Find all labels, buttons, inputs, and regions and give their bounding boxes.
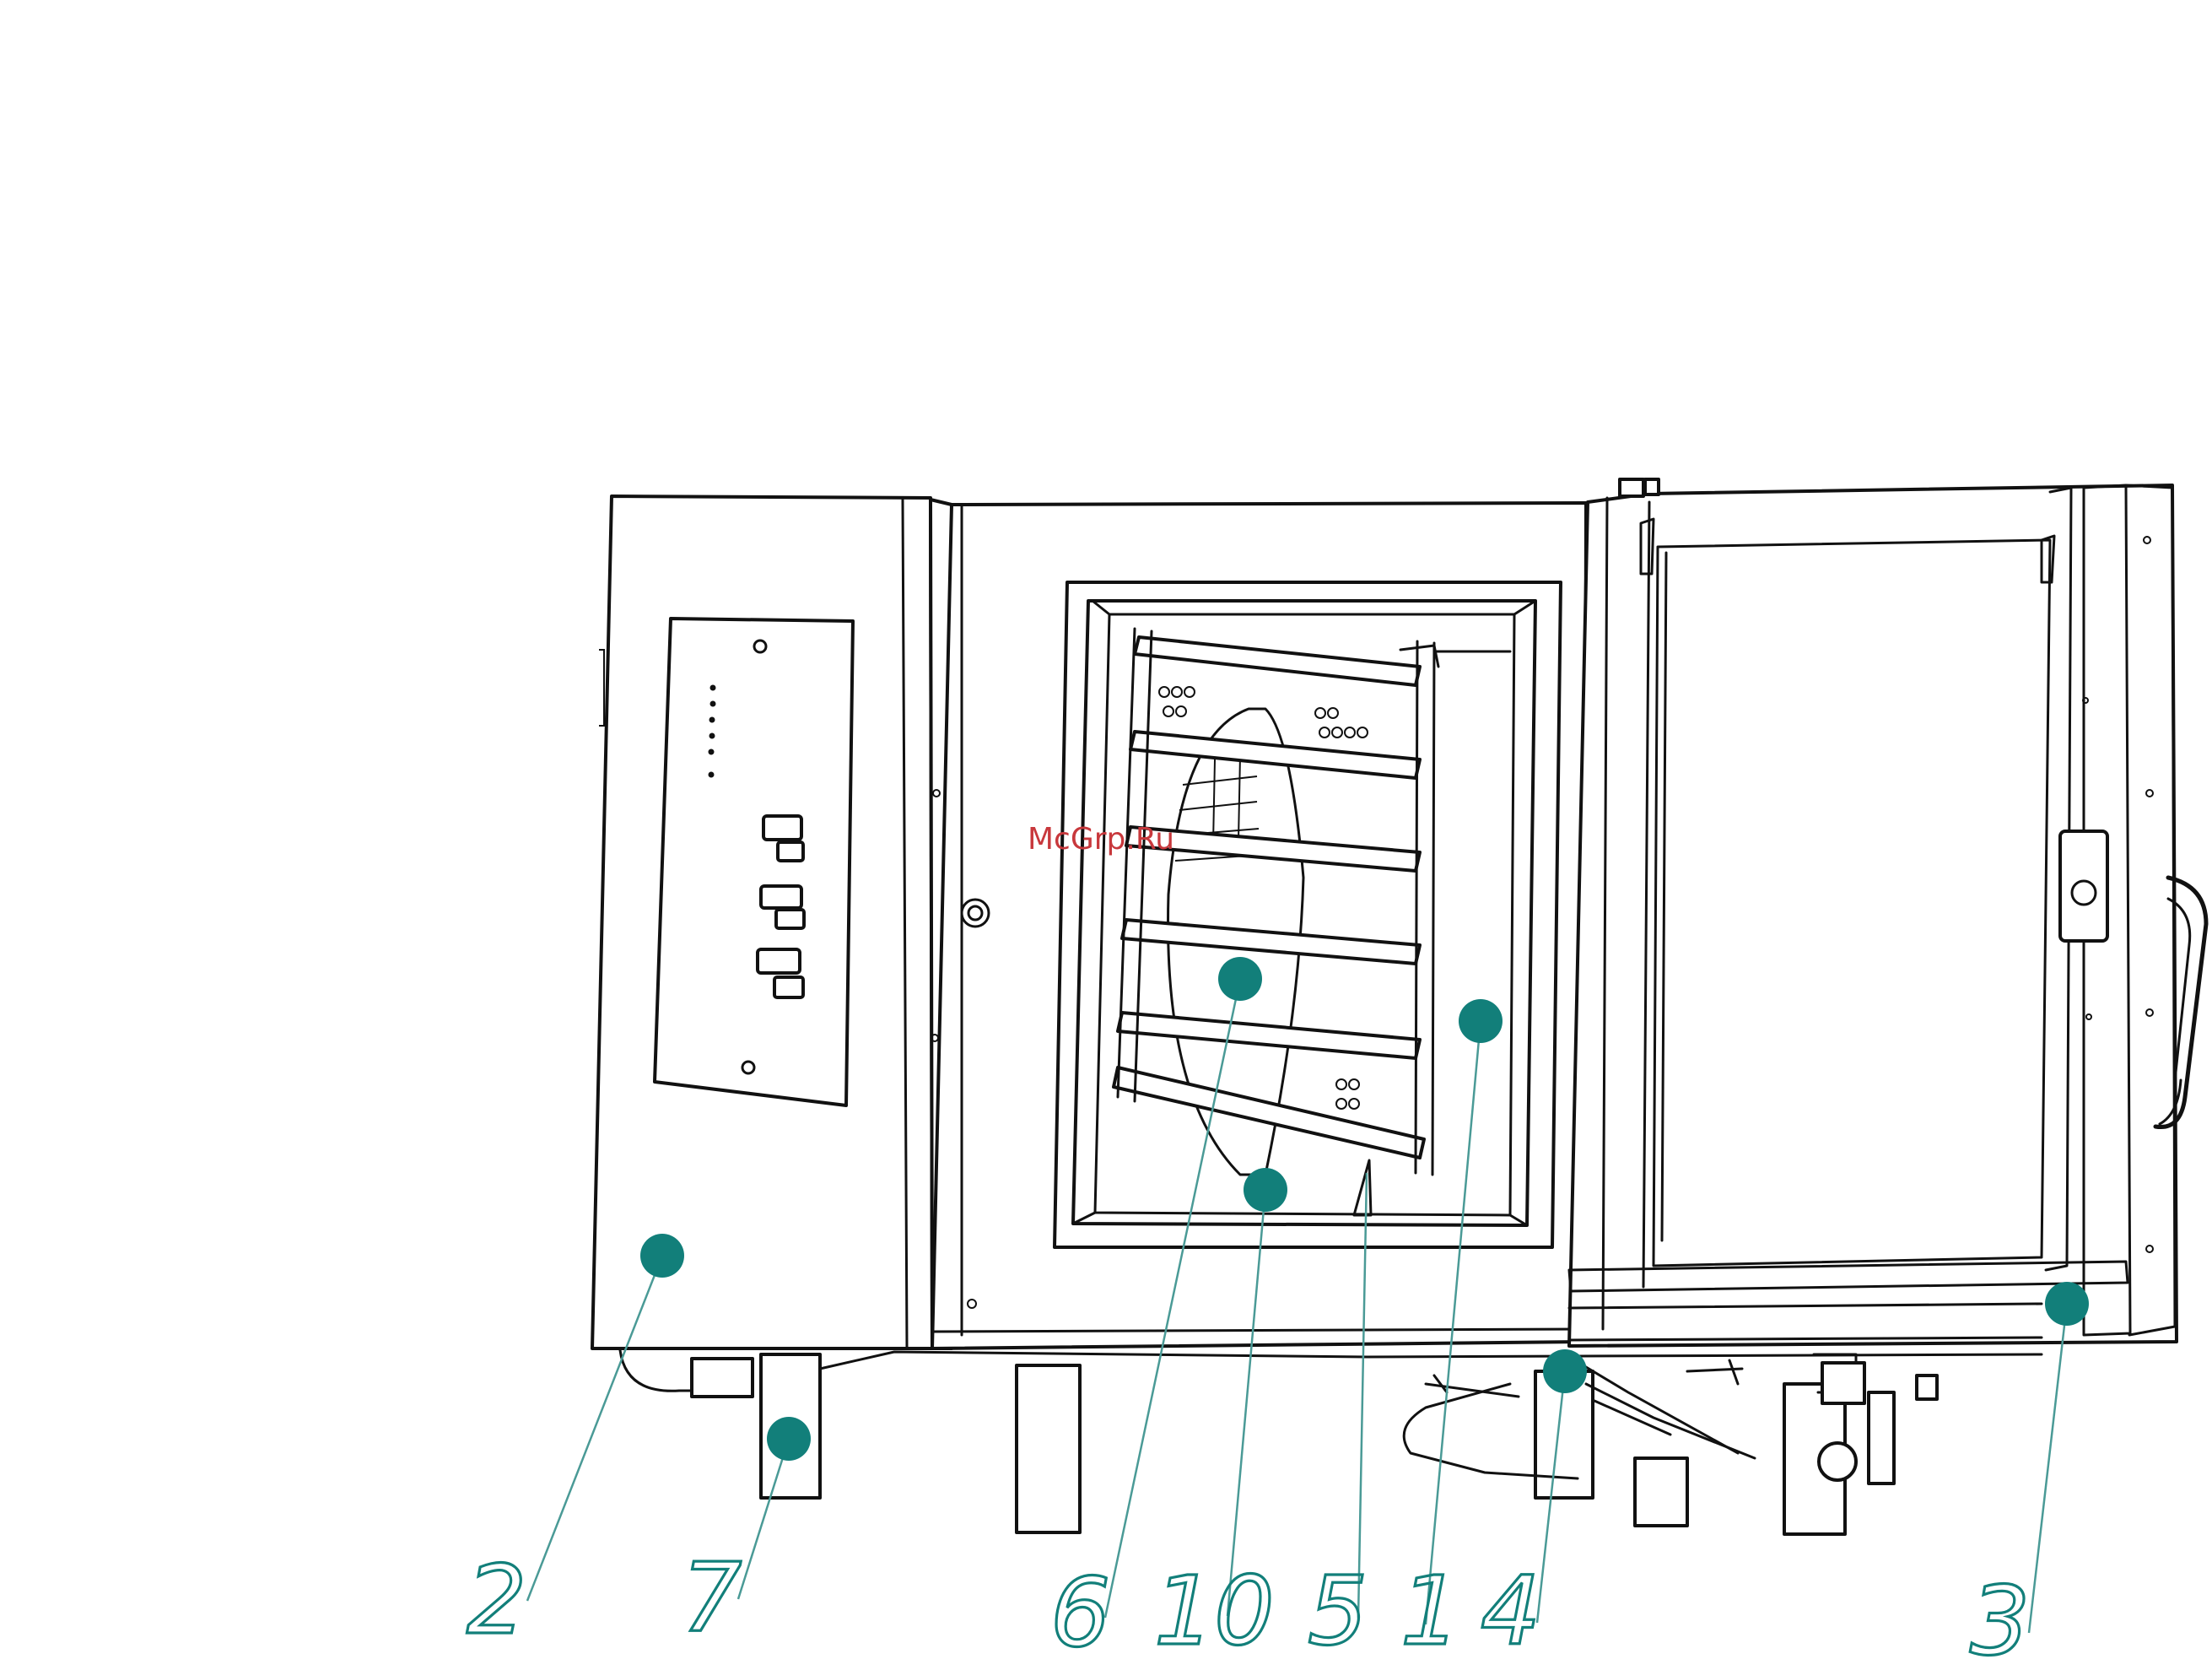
rack-rails <box>1112 635 1426 1159</box>
oven-door <box>1567 478 2209 1348</box>
leader-7 <box>736 1438 790 1600</box>
leader-2 <box>526 1255 664 1602</box>
marker-dots <box>640 957 2089 1461</box>
callout-5: 5 <box>1308 1557 1368 1667</box>
leader-10 <box>1226 1189 1267 1617</box>
control-buttons <box>756 814 806 999</box>
leader-1 <box>1424 1020 1482 1625</box>
marker-4 <box>1543 1349 1587 1393</box>
marker-7 <box>767 1417 811 1461</box>
oven-drawing <box>591 478 2209 1536</box>
marker-10 <box>1244 1168 1287 1212</box>
indicator-dots <box>708 684 716 778</box>
oven-chamber-window <box>1053 581 1562 1249</box>
marker-2 <box>640 1234 684 1278</box>
callout-4: 4 <box>1481 1557 1540 1667</box>
oven-legs <box>618 1348 2043 1536</box>
leader-4 <box>1535 1370 1567 1624</box>
callout-7: 7 <box>682 1543 742 1653</box>
vent-holes <box>1158 686 1368 1110</box>
callout-3: 3 <box>1970 1567 2030 1670</box>
marker-3 <box>2045 1282 2089 1326</box>
leader-5 <box>1357 1172 1368 1619</box>
leader-6 <box>1103 978 1242 1619</box>
leader-3 <box>2027 1303 2069 1634</box>
control-panel-housing <box>591 495 934 1350</box>
callout-2: 2 <box>467 1546 526 1656</box>
leader-lines <box>526 978 2069 1634</box>
callout-1: 1 <box>1400 1557 1460 1667</box>
watermark: McGrp.Ru <box>1028 822 1174 857</box>
marker-1 <box>1459 999 1503 1043</box>
callout-6: 6 <box>1050 1559 1110 1668</box>
callout-labels: 2 7 6 10 5 1 4 3 <box>465 1542 2031 1670</box>
marker-6 <box>1218 957 1262 1001</box>
callout-10: 10 <box>1154 1557 1275 1667</box>
